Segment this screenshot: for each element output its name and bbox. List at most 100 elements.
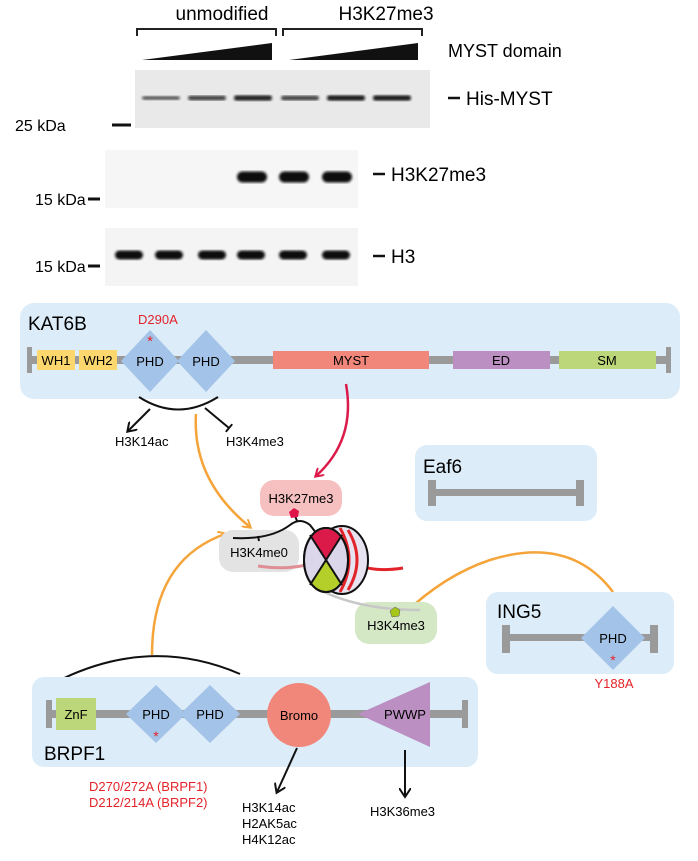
mark-label-h3k4me0: H3K4me0 <box>230 545 288 560</box>
arrow-bromo-targets <box>277 747 298 792</box>
c-terminus-cap <box>650 625 658 653</box>
panel-label-h3: H3 <box>391 247 415 268</box>
marker-25kda: 25 kDa <box>15 118 66 135</box>
arrow-brpf1-phd-to-h3k4me0 <box>150 534 225 656</box>
dna-tail <box>257 563 307 570</box>
blot-band <box>188 95 226 101</box>
ing5-panel: ING5 PHD * Y188A <box>486 592 674 691</box>
domain-label: WH2 <box>84 353 113 368</box>
protein-name-ing5: ING5 <box>497 602 541 623</box>
mutation-label-brpf1: D270/272A (BRPF1) <box>89 779 208 794</box>
domain-label: ZnF <box>64 707 87 722</box>
methyl-mark-h3k4me3 <box>389 606 401 618</box>
domain-label: SM <box>597 353 617 368</box>
domain-label: ED <box>492 353 510 368</box>
mutation-asterisk: * <box>153 728 159 744</box>
blot-band <box>327 95 365 101</box>
mutation-asterisk: * <box>610 652 616 668</box>
blot-band <box>234 95 272 101</box>
panel-background <box>415 445 597 521</box>
protein-name-brpf1: BRPF1 <box>44 744 105 765</box>
domain-pwwp <box>358 682 430 747</box>
protein-name-eaf6: Eaf6 <box>423 457 462 478</box>
backbone <box>505 634 657 641</box>
blot-band <box>155 250 183 260</box>
marker-15kda: 15 kDa <box>35 259 86 276</box>
blot-band <box>142 95 180 101</box>
blot-panel-h3 <box>105 228 358 286</box>
phd-reader-arc <box>138 396 219 411</box>
blot-band <box>322 250 350 260</box>
n-terminus-cap <box>502 625 510 653</box>
domain-bromo <box>267 683 331 747</box>
bromo-target: H3K14ac <box>242 800 296 815</box>
readout-h3k14ac: H3K14ac <box>115 434 169 449</box>
domain-label: PHD <box>136 354 163 369</box>
blot-band <box>237 171 267 183</box>
marker-15kda: 15 kDa <box>35 192 86 209</box>
backbone <box>48 710 463 718</box>
domain-label: PWWP <box>384 707 426 722</box>
eaf6-panel: Eaf6 <box>415 445 597 521</box>
n-terminus-cap <box>428 480 436 506</box>
domain-phd-2 <box>180 685 240 743</box>
domain-label: Bromo <box>280 708 318 723</box>
phd-reader-arc <box>61 655 241 680</box>
group-label-unmodified: unmodified <box>176 4 269 25</box>
arrow-to-h3k14ac <box>128 408 151 431</box>
mutation-label-brpf2: D212/214A (BRPF2) <box>89 795 208 810</box>
brpf1-panel: ZnF PHD * PHD Bromo PWWP BRPF1 <box>32 677 478 767</box>
domain-sm <box>559 351 656 369</box>
bracket-unmodified <box>136 28 277 36</box>
readout-h3k4me3: H3K4me3 <box>226 434 284 449</box>
arrow-myst-to-h3k27me3 <box>316 383 350 476</box>
blot-band <box>279 250 307 260</box>
mark-box-h3k4me3 <box>355 602 437 644</box>
domain-label: PHD <box>192 354 219 369</box>
panel-label-his-myst: His-MYST <box>466 89 553 110</box>
blot-band <box>198 250 226 260</box>
mutation-label-y188a: Y188A <box>594 676 633 691</box>
blot-band <box>115 250 143 260</box>
domain-label: PHD <box>196 707 223 722</box>
arrow-kat6b-phd-to-h3k4me0 <box>194 413 250 527</box>
western-blot: unmodified H3K27me3 MYST domain His-MYST… <box>15 4 562 286</box>
titration-wedge <box>142 43 272 60</box>
bromo-target: H2AK5ac <box>242 816 297 831</box>
pwwp-target: H3K36me3 <box>370 804 435 819</box>
domain-wh1 <box>37 350 75 370</box>
blot-band <box>322 171 352 183</box>
histone-h3-quadrant <box>311 529 341 560</box>
c-terminus-cap <box>576 480 584 506</box>
methyl-mark-h3k27 <box>289 508 299 518</box>
domain-ed <box>453 351 550 369</box>
domain-label: WH1 <box>42 353 71 368</box>
blot-band <box>237 250 265 260</box>
n-terminus-cap <box>46 700 52 728</box>
blot-panel-h3k27me3 <box>105 150 358 208</box>
nucleosome-group: H3K27me3 H3K4me0 H3K4me3 <box>219 480 437 644</box>
domain-phd-2 <box>177 330 235 392</box>
arrow-ing5-phd-to-h3k4me3 <box>405 551 614 613</box>
blot-band <box>281 95 319 101</box>
band-row-h3 <box>115 250 350 260</box>
group-label-h3k27me3: H3K27me3 <box>338 4 433 25</box>
domain-label: PHD <box>142 707 169 722</box>
histone-tail-h3 <box>232 520 321 540</box>
blot-band <box>279 171 309 183</box>
n-terminus-cap <box>27 347 32 373</box>
panel-label-h3k27me3: H3K27me3 <box>391 165 486 186</box>
kat6b-panel: KAT6B D290A WH1 WH2 PHD * PHD MYST ED SM <box>20 303 680 399</box>
octamer-divider <box>309 534 343 586</box>
domain-znf <box>56 698 96 730</box>
inhibit-h3k4me3 <box>204 407 233 433</box>
mutation-asterisk: * <box>147 333 153 350</box>
titration-label: MYST domain <box>448 41 562 61</box>
titration-wedge <box>289 43 418 60</box>
domain-phd <box>581 606 645 670</box>
mark-box-h3k4me0 <box>219 530 299 572</box>
blot-band <box>373 95 411 101</box>
histone-tail-h3-unmod <box>319 588 421 612</box>
domain-label: MYST <box>333 353 369 368</box>
mark-label-h3k4me3: H3K4me3 <box>367 618 425 633</box>
